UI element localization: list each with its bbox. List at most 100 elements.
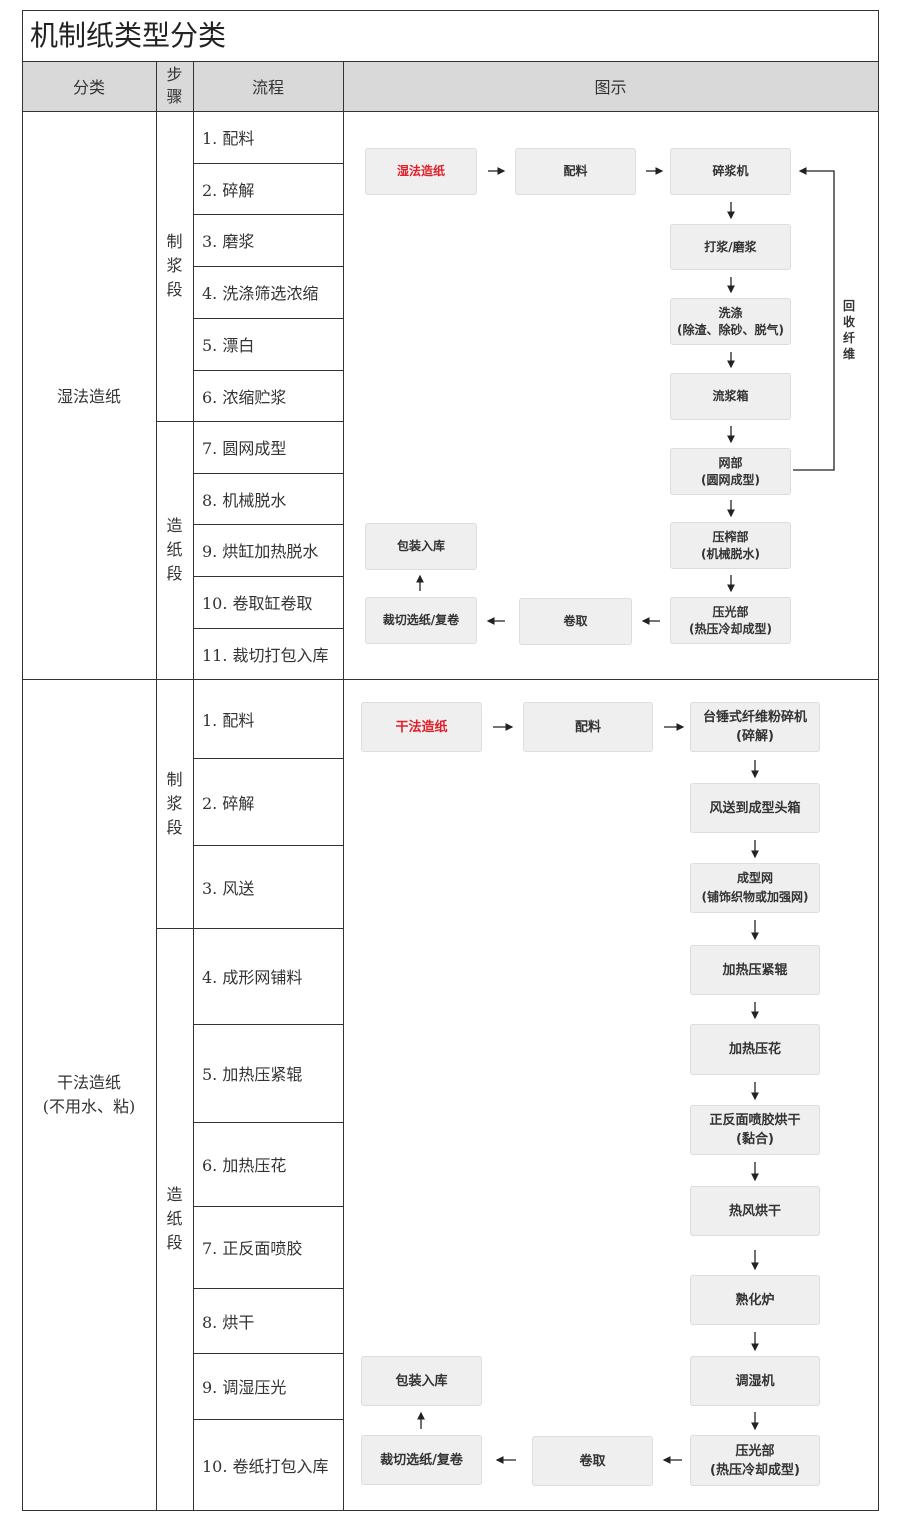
flow-box: 包装入库: [361, 1356, 482, 1406]
category-dry-name: 干法造纸: [56, 1072, 121, 1092]
header-diagram: 图示: [594, 78, 627, 97]
box-line: (机械脱水): [701, 546, 760, 561]
flow-box: 加热压花: [690, 1024, 820, 1075]
grid-line: [22, 679, 879, 680]
grid-line: [193, 370, 343, 371]
header-step: 步骤: [166, 65, 183, 106]
box-line: (除渣、除砂、脱气): [677, 322, 784, 337]
box-line: 洗涤: [718, 305, 743, 320]
header-category: 分类: [72, 78, 105, 97]
process-step: 6. 浓缩贮浆: [202, 387, 287, 407]
grid-line: [22, 10, 879, 11]
process-step: 5. 漂白: [202, 336, 255, 355]
stage-pulping: 制浆段: [166, 232, 183, 299]
flow-box-start: 干法造纸: [361, 702, 482, 752]
process-step: 2. 碎解: [202, 793, 255, 813]
grid-line: [193, 576, 343, 577]
flow-box: 裁切选纸/复卷: [361, 1435, 482, 1485]
grid-line: [193, 628, 343, 629]
grid-line: [193, 1024, 343, 1025]
process-step: 5. 加热压紧辊: [202, 1065, 303, 1084]
process-step: 9. 调湿压光: [202, 1378, 287, 1397]
grid-line: [22, 10, 23, 1511]
grid-line: [193, 421, 343, 422]
flow-box: 配料: [523, 702, 653, 752]
grid-line: [193, 214, 343, 215]
grid-line: [193, 758, 343, 759]
grid-line: [193, 1419, 343, 1420]
flow-box: 压光部 (热压冷却成型): [690, 1435, 820, 1486]
process-step: 8. 机械脱水: [202, 490, 287, 510]
flow-box: 压光部 (热压冷却成型): [670, 597, 791, 644]
grid-line: [156, 421, 194, 422]
box-line: (热压冷却成型): [710, 1462, 800, 1478]
grid-line: [343, 61, 344, 1511]
grid-line: [878, 10, 879, 1511]
header-row: [22, 61, 878, 111]
process-step: 9. 烘缸加热脱水: [202, 542, 319, 561]
process-step: 1. 配料: [202, 129, 255, 148]
grid-line: [193, 163, 343, 164]
category-dry-note: (不用水、粘): [42, 1096, 136, 1116]
grid-line: [193, 473, 343, 474]
grid-line: [22, 111, 879, 112]
process-step: 10. 卷纸打包入库: [202, 1456, 329, 1476]
flow-box: 卷取: [519, 598, 632, 645]
flow-box: 网部 (圆网成型): [670, 448, 791, 495]
grid-line: [193, 1122, 343, 1123]
category-dry: 干法造纸 (不用水、粘): [22, 679, 156, 1510]
box-line: 压榨部: [712, 529, 749, 544]
process-step: 7. 正反面喷胶: [202, 1239, 303, 1258]
flow-box: 流浆箱: [670, 373, 791, 420]
box-line: (黏合): [736, 1132, 774, 1147]
flow-box-start: 湿法造纸: [365, 148, 477, 195]
flow-box: 裁切选纸/复卷: [365, 597, 477, 644]
box-line: (圆网成型): [701, 472, 760, 487]
box-line: 正反面喷胶烘干: [709, 1113, 801, 1128]
process-step: 11. 裁切打包入库: [202, 645, 329, 665]
process-step: 4. 洗涤筛选浓缩: [202, 284, 319, 303]
process-step: 3. 磨浆: [202, 232, 255, 251]
process-step: 7. 圆网成型: [202, 439, 287, 458]
box-line: 成型网: [736, 871, 773, 885]
process-step: 1. 配料: [202, 710, 255, 730]
flow-box: 压榨部 (机械脱水): [670, 522, 791, 569]
process-step: 10. 卷取缸卷取: [202, 594, 313, 613]
box-line: (碎解): [736, 729, 774, 744]
flow-box: 成型网 (铺饰织物或加强网): [690, 863, 820, 913]
box-line: 网部: [718, 455, 743, 470]
flow-box: 包装入库: [365, 523, 477, 570]
box-line: 压光部: [735, 1443, 775, 1459]
flow-box: 配料: [515, 148, 636, 195]
grid-line: [193, 524, 343, 525]
grid-line: [193, 61, 194, 1511]
process-step: 4. 成形网铺料: [202, 968, 303, 987]
stage-papermaking: 造纸段: [166, 1185, 183, 1252]
grid-line: [193, 1353, 343, 1354]
flow-box: 碎浆机: [670, 148, 791, 195]
process-step: 6. 加热压花: [202, 1156, 287, 1175]
stage-papermaking: 造纸段: [166, 516, 183, 583]
grid-line: [22, 1510, 879, 1511]
grid-line: [156, 61, 157, 1511]
box-line: 压光部: [712, 604, 749, 619]
grid-line: [193, 1288, 343, 1289]
grid-line: [22, 61, 879, 62]
flow-box: 台锤式纤维粉碎机(碎解): [690, 702, 820, 752]
flow-box: 风送到成型头箱: [690, 783, 820, 833]
page-title: 机制纸类型分类: [30, 19, 227, 52]
flow-box: 洗涤 (除渣、除砂、脱气): [670, 298, 791, 345]
flow-box: 加热压紧辊: [690, 945, 820, 995]
header-process: 流程: [251, 78, 284, 97]
grid-line: [193, 1206, 343, 1207]
flow-box: 调湿机: [690, 1356, 820, 1406]
flow-box: 正反面喷胶烘干 (黏合): [690, 1105, 820, 1155]
grid-line: [193, 266, 343, 267]
grid-line: [193, 928, 343, 929]
box-line: (铺饰织物或加强网): [701, 890, 809, 904]
grid-line: [193, 318, 343, 319]
flow-box: 卷取: [532, 1436, 653, 1486]
flow-box: 熟化炉: [690, 1275, 820, 1325]
box-line: (热压冷却成型): [689, 621, 772, 636]
